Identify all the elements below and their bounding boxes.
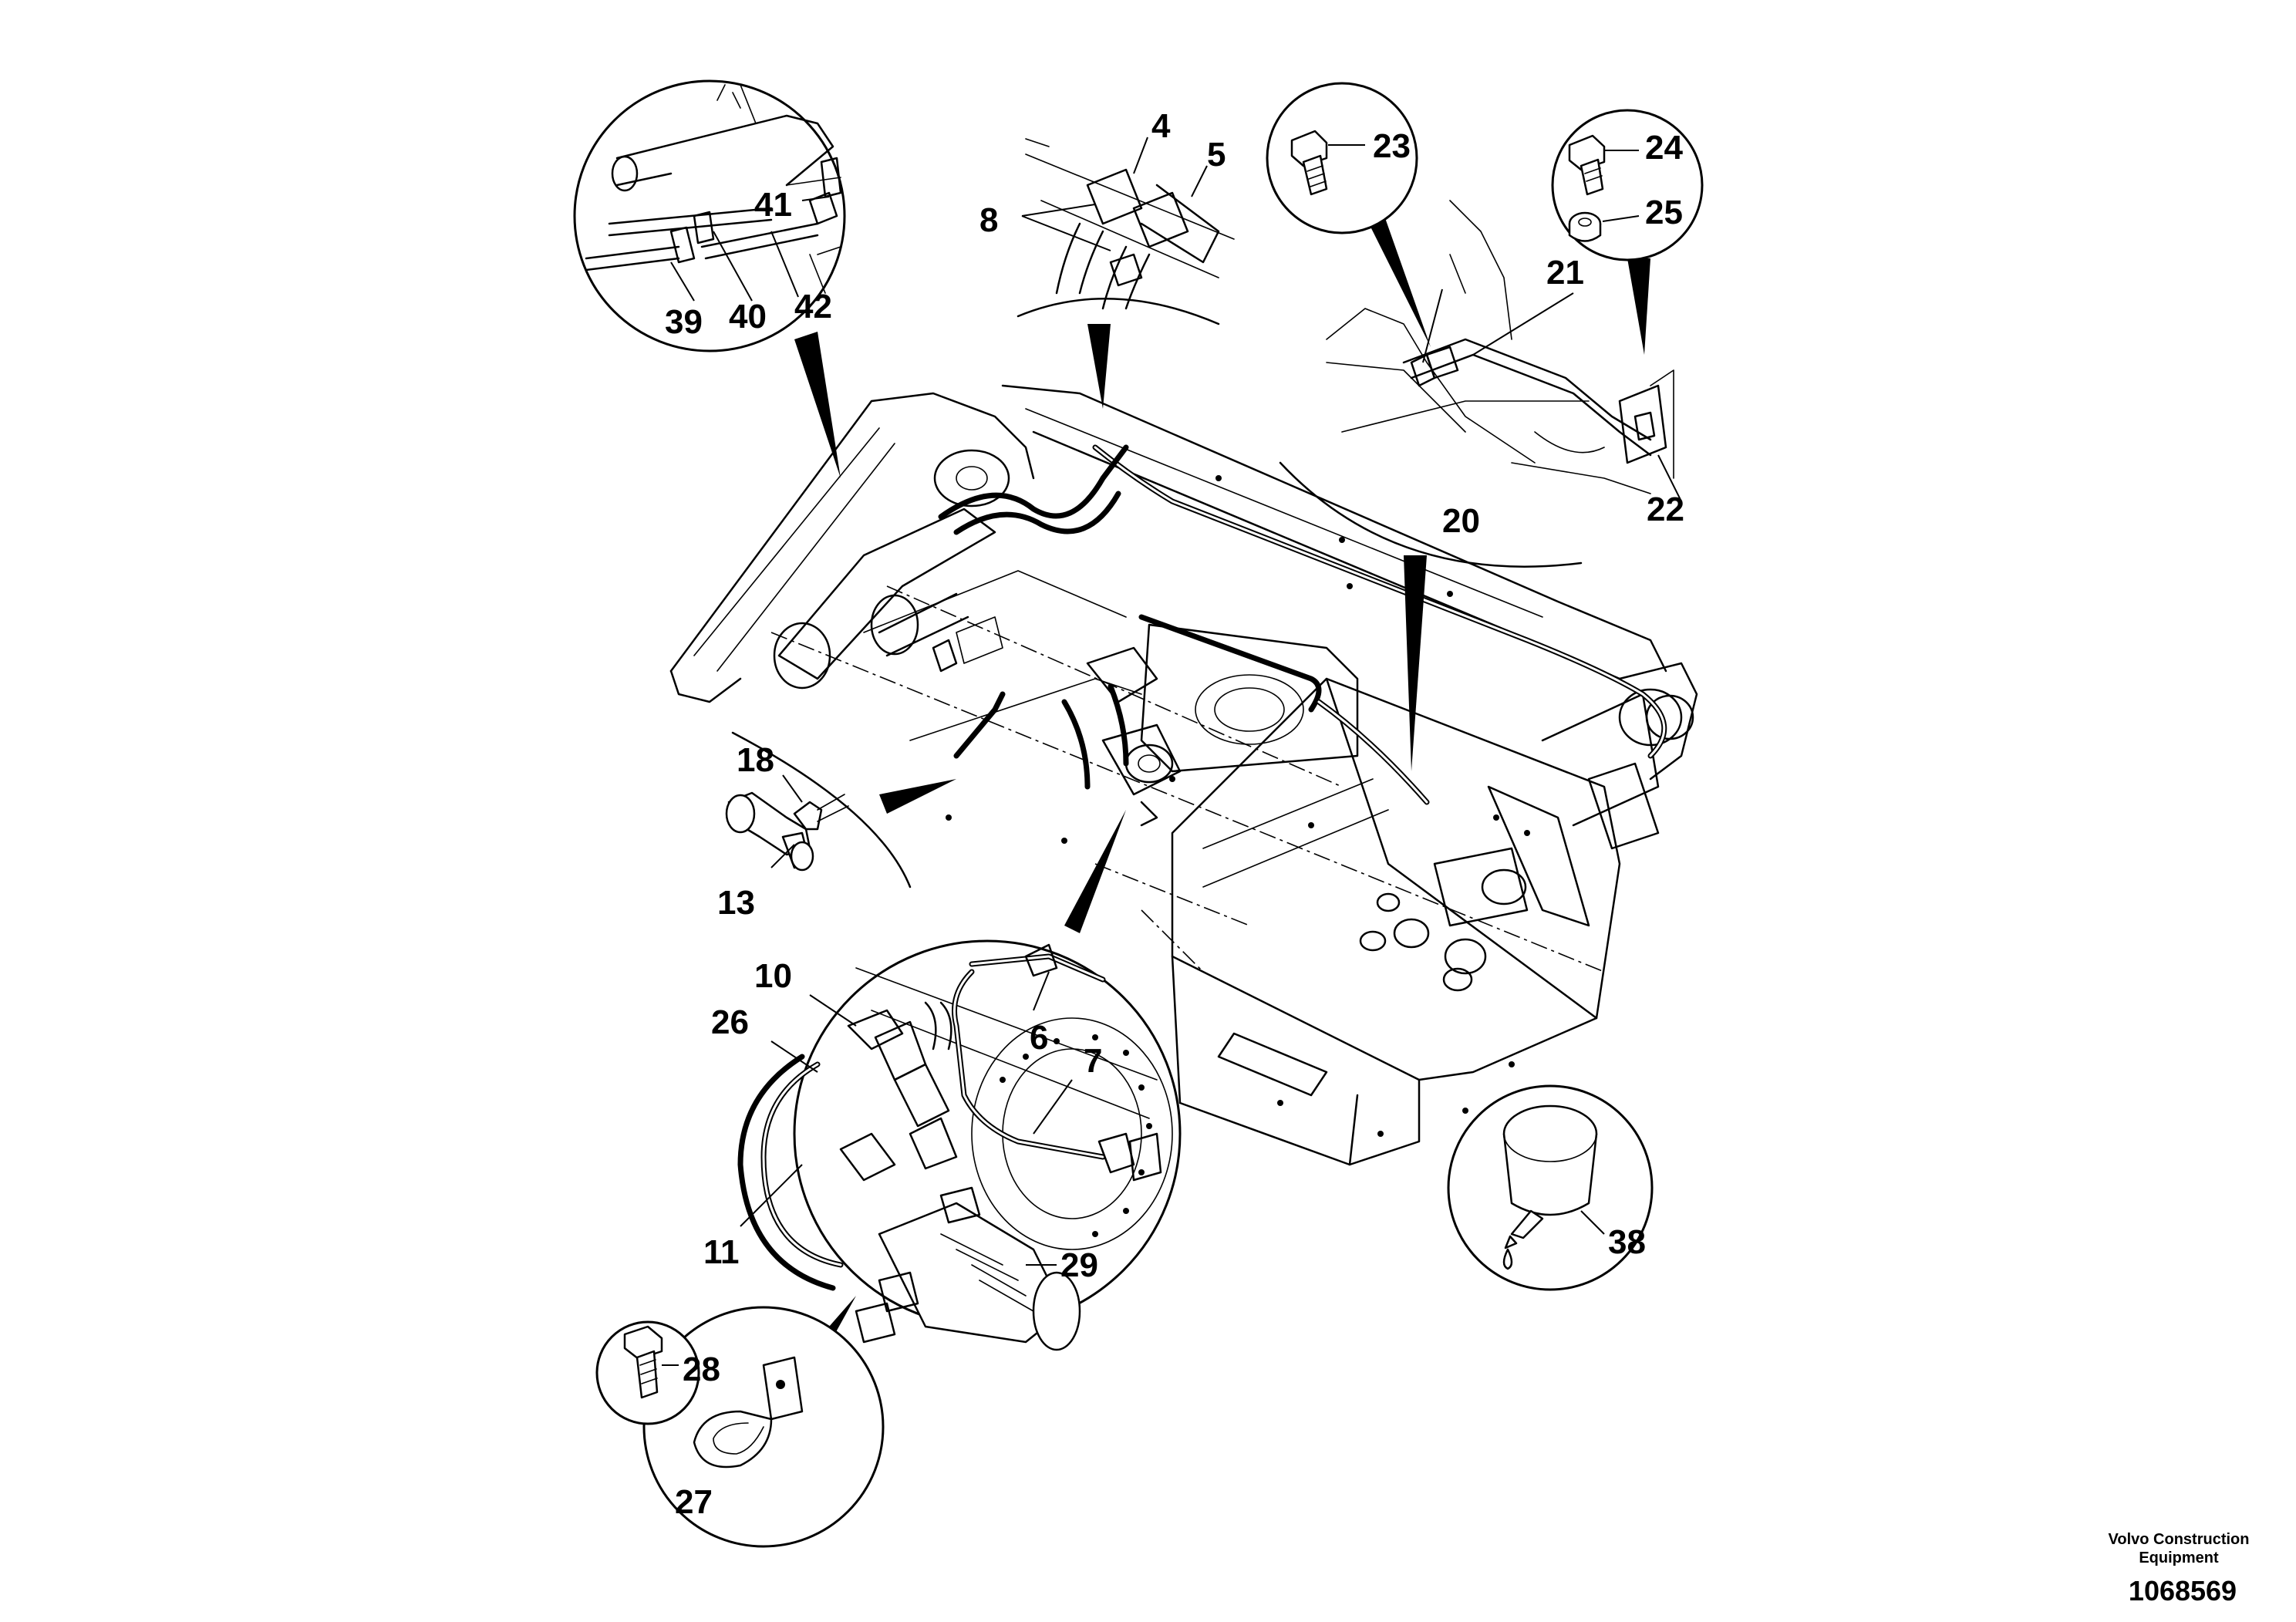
sealant-drop-icon bbox=[1502, 1104, 1598, 1270]
callout-27: 27 bbox=[675, 1483, 713, 1521]
callout-25: 25 bbox=[1645, 194, 1683, 231]
callout-7: 7 bbox=[1084, 1042, 1102, 1080]
bolt-icon bbox=[1290, 130, 1328, 196]
hose-clamp-icon bbox=[693, 1356, 804, 1469]
nut-icon bbox=[1568, 211, 1602, 242]
callout-labels: 4 5 8 23 24 25 21 20 22 41 39 40 42 18 1… bbox=[665, 107, 1684, 1521]
callout-20: 20 bbox=[1442, 502, 1480, 540]
callout-41: 41 bbox=[754, 186, 792, 224]
detail-top-hose-fittings bbox=[1017, 138, 1235, 409]
callout-4: 4 bbox=[1151, 107, 1171, 145]
bolt-icon bbox=[623, 1325, 663, 1399]
callout-38: 38 bbox=[1608, 1223, 1646, 1261]
detail-hydraulic-motor bbox=[737, 810, 1182, 1351]
callout-29: 29 bbox=[1060, 1246, 1098, 1284]
detail-sealant-38 bbox=[1447, 1084, 1654, 1291]
callout-13: 13 bbox=[717, 884, 755, 922]
main-hose-routing bbox=[938, 444, 1667, 827]
detail-clamp-27-28 bbox=[595, 1296, 885, 1548]
detail-tee-fitting-13-18 bbox=[725, 731, 956, 889]
callout-6: 6 bbox=[1030, 1019, 1048, 1057]
callout-23: 23 bbox=[1373, 127, 1411, 165]
callout-18: 18 bbox=[737, 741, 774, 779]
callout-5: 5 bbox=[1207, 136, 1226, 174]
callout-21: 21 bbox=[1546, 254, 1584, 292]
leader-lines bbox=[670, 137, 1682, 502]
document-number: 1068569 bbox=[2129, 1575, 2237, 1607]
brand-line-1: Volvo Construction bbox=[2109, 1531, 2250, 1548]
callout-39: 39 bbox=[665, 303, 703, 341]
detail-bolt-23 bbox=[1266, 82, 1431, 347]
detail-bolt-nut-24-25 bbox=[1551, 109, 1704, 355]
bolt-icon bbox=[1568, 134, 1606, 196]
callout-11: 11 bbox=[703, 1233, 740, 1271]
callout-40: 40 bbox=[729, 298, 767, 336]
detail-right-hose-route bbox=[1279, 200, 1674, 771]
callout-42: 42 bbox=[794, 288, 832, 325]
detail-cylinder-fittings-39-42 bbox=[573, 79, 846, 478]
callout-8: 8 bbox=[979, 201, 998, 239]
callout-10: 10 bbox=[754, 957, 792, 995]
footer-brand: Volvo Construction Equipment 1068569 bbox=[2109, 1531, 2250, 1607]
callout-24: 24 bbox=[1645, 129, 1683, 167]
brand-line-2: Equipment bbox=[2139, 1549, 2219, 1566]
callout-26: 26 bbox=[711, 1003, 749, 1041]
callout-28: 28 bbox=[683, 1351, 720, 1388]
callout-22: 22 bbox=[1647, 491, 1684, 528]
